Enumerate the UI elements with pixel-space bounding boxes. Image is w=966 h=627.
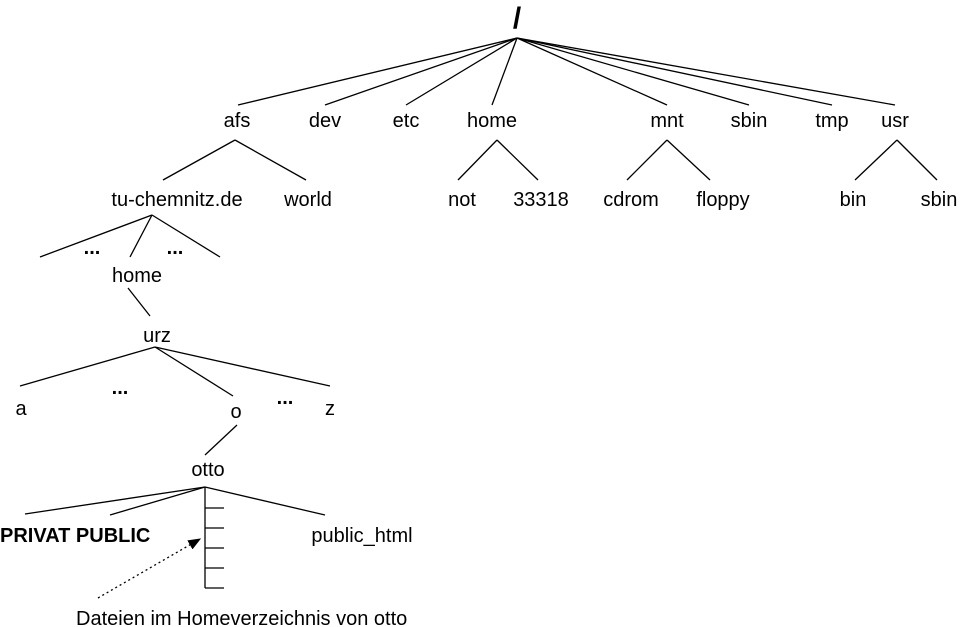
node-home: home [467, 110, 517, 132]
dotted-arrow [97, 538, 202, 599]
node-bin: bin [840, 189, 867, 211]
node-o: o [230, 401, 241, 423]
node-otto: otto [191, 459, 224, 481]
node-public-html: public_html [311, 525, 412, 547]
node-z: z [325, 398, 335, 420]
root-edges [237, 37, 896, 106]
node-usr-sbin: sbin [921, 189, 958, 211]
node-not: not [448, 189, 476, 211]
node-tmp: tmp [815, 110, 848, 132]
ellipsis: ... [112, 377, 129, 399]
ellipsis: ... [84, 237, 101, 259]
otto-edges [24, 486, 326, 589]
edge [127, 287, 151, 317]
node-dev: dev [309, 110, 341, 132]
node-usr: usr [881, 110, 909, 132]
node-etc: etc [393, 110, 420, 132]
node-a: a [15, 398, 27, 420]
node-tu-chemnitz: tu-chemnitz.de [111, 189, 242, 211]
ellipsis: ... [167, 237, 184, 259]
edge [204, 424, 238, 456]
node-afs: afs [224, 110, 251, 132]
node-cdrom: cdrom [603, 189, 659, 211]
node-tuc-home: home [112, 265, 162, 287]
root-node: / [513, 2, 522, 35]
node-privat-public: PRIVAT PUBLIC [0, 525, 150, 547]
tuc-edges [39, 214, 221, 258]
second-level-edges [162, 139, 938, 181]
node-urz: urz [143, 325, 171, 347]
ellipsis: ... [277, 387, 294, 409]
node-floppy: floppy [696, 189, 749, 211]
node-mnt: mnt [650, 110, 684, 132]
urz-edges [19, 346, 331, 397]
node-sbin: sbin [731, 110, 768, 132]
node-world: world [283, 189, 332, 211]
caption: Dateien im Homeverzeichnis von otto [76, 608, 407, 627]
node-33318: 33318 [513, 189, 569, 211]
